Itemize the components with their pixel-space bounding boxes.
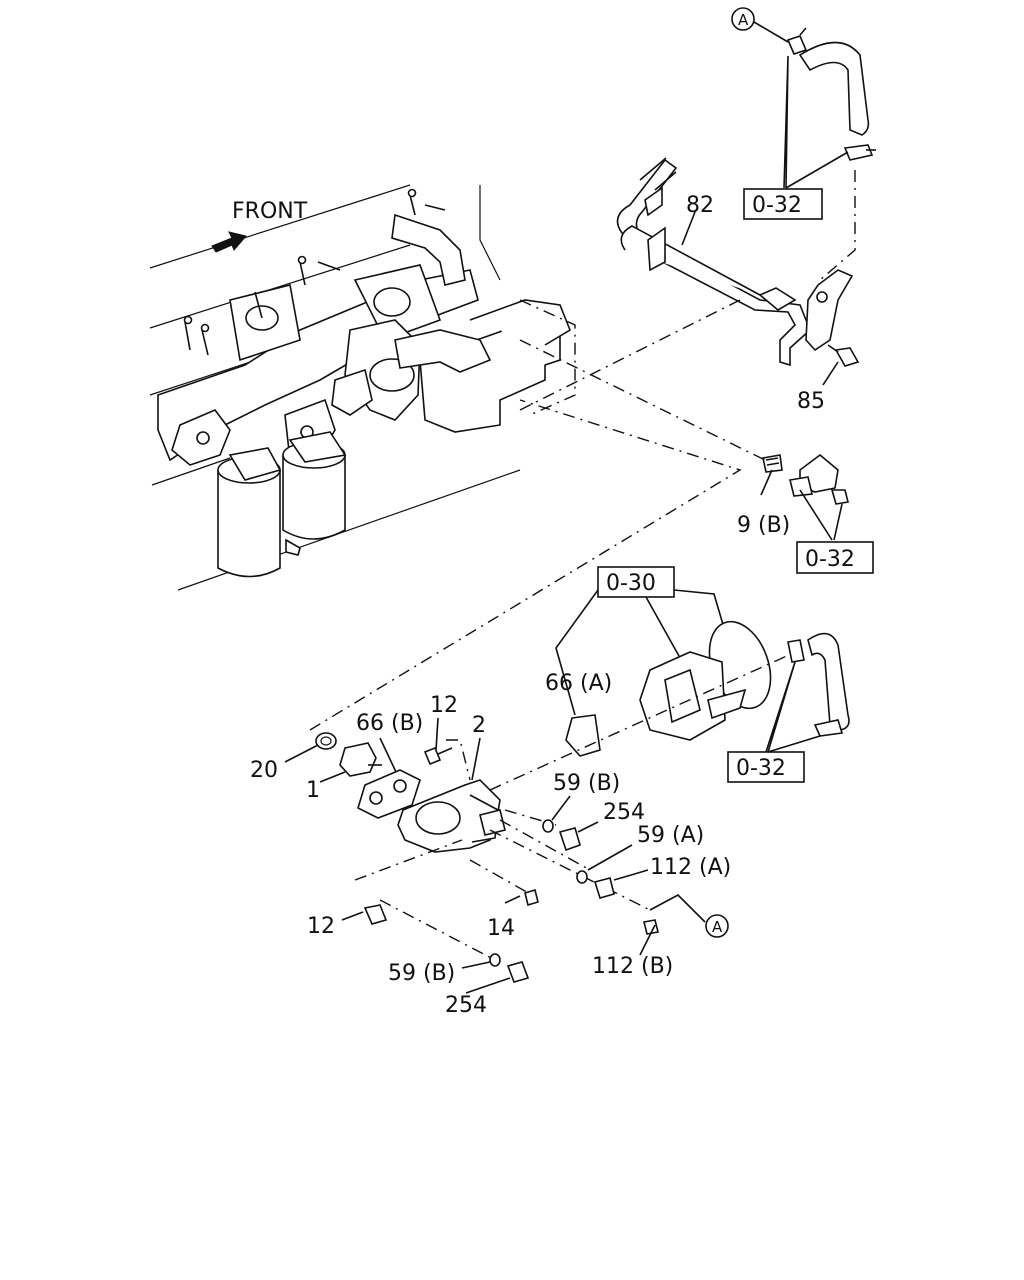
callout-a-top-label: A (738, 11, 749, 29)
part-66a-label: 66 (A) (545, 671, 612, 696)
ref-box-middle-right-label: 0-32 (805, 547, 855, 572)
part-59a-label: 59 (A) (637, 823, 704, 848)
guide-line-2 (309, 399, 742, 731)
part-9b-label: 9 (B) (737, 513, 790, 538)
part-59b-lower-label: 59 (B) (388, 961, 455, 986)
front-direction-indicator: FRONT (211, 199, 308, 253)
ref-box-top-right-label: 0-32 (752, 193, 802, 218)
front-arrow-icon (211, 231, 247, 253)
part-112b-label: 112 (B) (592, 954, 673, 979)
part-112a-label: 112 (A) (650, 855, 731, 880)
ref-box-upper-center-label: 0-30 (606, 571, 656, 596)
part-2-label: 2 (472, 713, 486, 738)
part-14-label: 14 (487, 916, 515, 941)
part-1-label: 1 (306, 778, 320, 803)
ref-box-top-right: 0-32 (743, 188, 823, 220)
part-12-lower-label: 12 (307, 914, 335, 939)
ref-box-lower-right-label: 0-32 (736, 756, 786, 781)
part-59b-upper-label: 59 (B) (553, 771, 620, 796)
lower-hose-drawing (765, 632, 850, 753)
thermostat-housing-drawing (284, 717, 706, 994)
callout-a-bottom: A (705, 914, 729, 938)
part-85-label: 85 (797, 389, 825, 414)
ref-box-middle-right: 0-32 (796, 541, 874, 574)
part-20-label: 20 (250, 758, 278, 783)
pipe-assembly-drawing (616, 27, 876, 386)
union-fitting-drawing (519, 339, 849, 541)
callout-a-top: A (731, 7, 789, 43)
part-66b-label: 66 (B) (356, 711, 423, 736)
guide-line-1 (519, 299, 741, 411)
ref-box-upper-center: 0-30 (555, 566, 725, 716)
ref-box-lower-right: 0-32 (727, 751, 805, 783)
oil-cooler-housing-drawing (489, 620, 801, 791)
part-82-label: 82 (686, 193, 714, 218)
part-12-upper-label: 12 (430, 693, 458, 718)
part-254-upper-label: 254 (603, 800, 645, 825)
front-label: FRONT (232, 199, 308, 224)
part-254-lower-label: 254 (445, 993, 487, 1018)
callout-a-bottom-label: A (712, 918, 723, 936)
